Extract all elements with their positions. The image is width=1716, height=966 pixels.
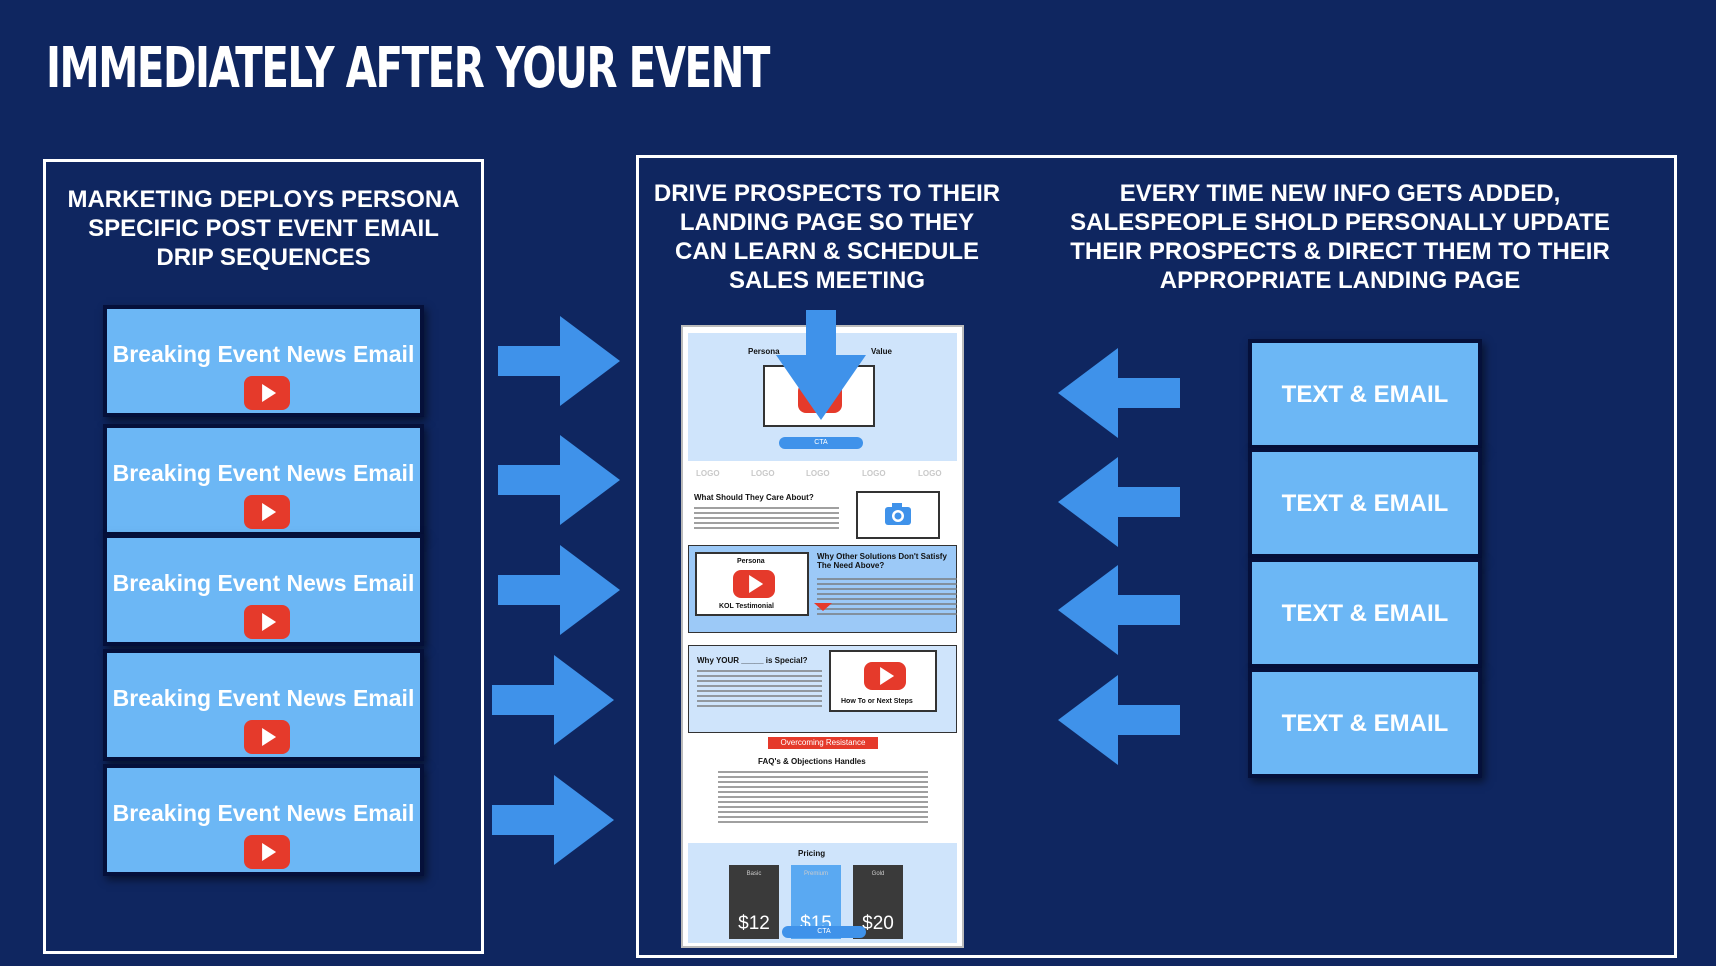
youtube-play-icon (733, 570, 775, 598)
arrow-left-icon (1058, 565, 1180, 655)
email-card: Breaking Event News Email (103, 534, 424, 646)
resistance-banner: Overcoming Resistance (768, 737, 878, 749)
testimonial-persona-label: Persona (737, 558, 765, 565)
arrow-left-icon (1058, 348, 1180, 438)
youtube-play-icon (244, 835, 290, 869)
arrow-down-icon (776, 310, 866, 420)
arrow-right-icon (498, 435, 620, 525)
email-card-label: Breaking Event News Email (112, 341, 415, 367)
next-steps-video: How To or Next Steps (829, 650, 937, 712)
email-card: Breaking Event News Email (103, 424, 424, 536)
arrow-right-icon (498, 316, 620, 406)
youtube-play-icon (864, 662, 906, 690)
arrow-right-icon (492, 655, 614, 745)
email-card: Breaking Event News Email (103, 649, 424, 761)
hero-value-label: Value (871, 347, 892, 356)
special-section: Why YOUR _____ is Special? How To or Nex… (688, 645, 957, 733)
email-card: Breaking Event News Email (103, 764, 424, 876)
text-email-label: TEXT & EMAIL (1281, 710, 1449, 737)
plan-name: Basic (746, 871, 762, 877)
logos-strip: LOGO LOGO LOGO LOGO LOGO (688, 461, 957, 487)
why-other-section: Persona KOL Testimonial Why Other Soluti… (688, 545, 957, 633)
cta-button: CTA (779, 437, 863, 449)
email-card-label: Breaking Event News Email (112, 570, 415, 596)
special-heading: Why YOUR _____ is Special? (697, 656, 808, 665)
plan-name: Gold (871, 871, 885, 877)
testimonial-video: Persona KOL Testimonial (695, 552, 809, 616)
care-section: What Should They Care About? (688, 487, 957, 545)
logo: LOGO (918, 469, 942, 478)
page-title: IMMEDIATELY AFTER YOUR EVENT (46, 36, 770, 101)
email-card-label: Breaking Event News Email (112, 460, 415, 486)
email-card-label: Breaking Event News Email (112, 685, 415, 711)
email-card-label: Breaking Event News Email (112, 800, 415, 826)
arrow-left-icon (1058, 457, 1180, 547)
pricing-heading: Pricing (798, 849, 826, 858)
logo: LOGO (862, 469, 886, 478)
cta-button-bottom: CTA (782, 926, 866, 938)
text-lines (718, 771, 928, 826)
plan-price: $12 (738, 913, 770, 934)
logo: LOGO (696, 469, 720, 478)
hero-persona-label: Persona (748, 347, 780, 356)
text-email-card: TEXT & EMAIL (1248, 339, 1482, 449)
arrow-right-icon (492, 775, 614, 865)
text-email-card: TEXT & EMAIL (1248, 668, 1482, 778)
plan-basic: Basic $12 (729, 865, 779, 939)
plan-name: Premium (803, 871, 828, 877)
testimonial-kol-label: KOL Testimonial (719, 603, 774, 610)
youtube-play-icon (244, 495, 290, 529)
youtube-play-icon (244, 376, 290, 410)
email-drip-heading: MARKETING DEPLOYS PERSONA SPECIFIC POST … (67, 186, 460, 271)
text-lines (694, 507, 839, 532)
camera-image (856, 491, 940, 539)
camera-icon (885, 503, 911, 525)
text-email-label: TEXT & EMAIL (1281, 381, 1449, 408)
arrow-left-icon (1058, 675, 1180, 765)
text-email-label: TEXT & EMAIL (1281, 600, 1449, 627)
email-card: Breaking Event News Email (103, 305, 424, 417)
faq-section: Overcoming Resistance FAQ's & Objections… (688, 733, 957, 843)
section-divider-marker-icon (814, 603, 832, 611)
youtube-play-icon (244, 605, 290, 639)
text-email-card: TEXT & EMAIL (1248, 448, 1482, 558)
youtube-play-icon (244, 720, 290, 754)
text-email-label: TEXT & EMAIL (1281, 490, 1449, 517)
next-steps-label: How To or Next Steps (841, 698, 913, 705)
why-other-heading: Why Other Solutions Don't Satisfy The Ne… (817, 552, 947, 570)
email-drip-panel (43, 159, 484, 954)
landing-page-panel (636, 155, 1677, 958)
text-email-card: TEXT & EMAIL (1248, 558, 1482, 668)
care-heading: What Should They Care About? (694, 493, 814, 502)
salespeople-heading: EVERY TIME NEW INFO GETS ADDED, SALESPEO… (1070, 180, 1610, 294)
arrow-right-icon (498, 545, 620, 635)
text-lines (817, 578, 957, 618)
faq-heading: FAQ's & Objections Handles (758, 757, 866, 766)
plan-price: $20 (862, 913, 894, 934)
landing-page-heading: DRIVE PROSPECTS TO THEIR LANDING PAGE SO… (653, 180, 1001, 294)
text-lines (697, 670, 822, 710)
logo: LOGO (751, 469, 775, 478)
logo: LOGO (806, 469, 830, 478)
